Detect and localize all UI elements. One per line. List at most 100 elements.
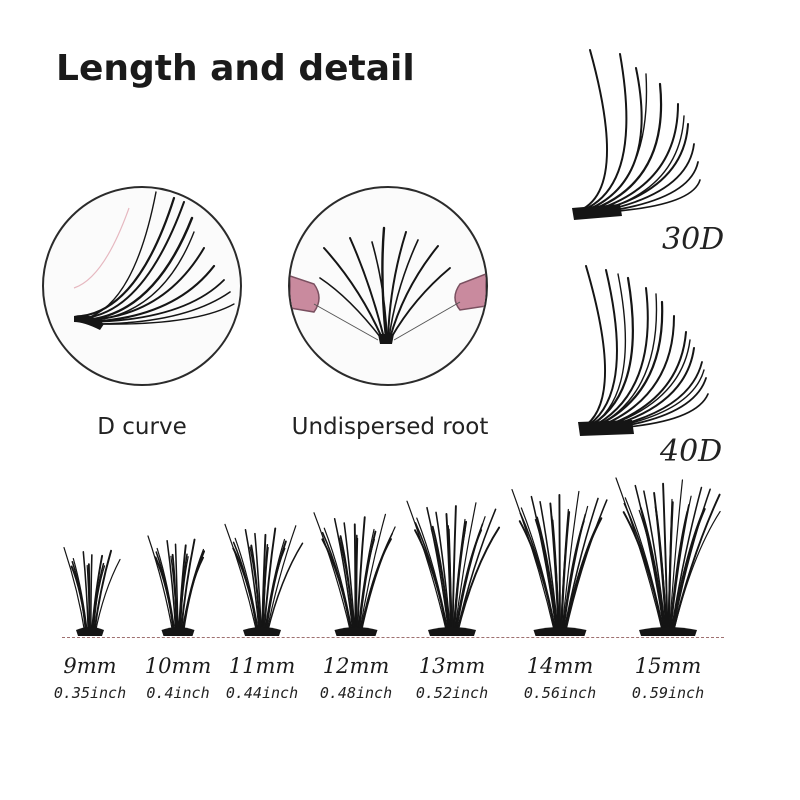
30d-label: 30D xyxy=(662,222,725,257)
lash-fiber xyxy=(232,547,260,635)
lash-fiber xyxy=(353,523,357,635)
lash-fiber xyxy=(406,500,448,635)
lash-fiber xyxy=(671,509,704,635)
lash-fiber xyxy=(323,527,354,635)
lash-cluster-base xyxy=(161,627,195,636)
lash-fiber xyxy=(447,525,453,635)
lash-fiber xyxy=(262,527,277,635)
lash-fiber xyxy=(453,520,468,635)
lash-fiber xyxy=(564,499,608,635)
lash-cluster-base xyxy=(76,627,104,636)
size-label-inch: 0.52inch xyxy=(415,684,489,702)
lash-fiber xyxy=(561,490,580,635)
lash-fiber xyxy=(455,516,486,635)
lash-fiber xyxy=(262,544,269,635)
lash-fiber xyxy=(63,547,86,635)
lash-fiber xyxy=(530,495,558,635)
size-label-mm: 9mm xyxy=(63,654,117,678)
size-label-mm: 14mm xyxy=(526,654,594,678)
lash-fiber xyxy=(234,537,260,635)
lash-fiber xyxy=(265,525,297,635)
lash-fiber xyxy=(562,505,589,635)
lash-cluster-base xyxy=(428,627,476,636)
lash-fiber xyxy=(182,550,206,635)
size-label-inch: 0.44inch xyxy=(225,684,299,702)
d-curve-caption: D curve xyxy=(97,414,187,440)
size-label-inch: 0.59inch xyxy=(631,684,705,702)
lash-fiber xyxy=(560,511,571,635)
lash-fiber xyxy=(166,540,177,635)
size-label-mm: 13mm xyxy=(418,654,486,678)
lash-fiber xyxy=(72,557,89,635)
40d-lash-cluster-image xyxy=(578,265,709,436)
lash-fiber xyxy=(654,506,668,635)
lash-cluster-base xyxy=(639,627,697,636)
undispersed-root-detail-image xyxy=(288,186,488,386)
lash-fiber xyxy=(90,554,93,635)
lash-cluster-13mm xyxy=(406,500,501,636)
lash-fiber xyxy=(414,529,449,635)
lash-fiber xyxy=(662,482,669,635)
40d-label: 40D xyxy=(660,434,723,469)
lash-fiber xyxy=(224,523,258,635)
lash-fiber xyxy=(356,516,366,635)
d-curve-detail-image xyxy=(42,186,242,386)
lash-fiber xyxy=(170,555,178,635)
lash-fiber xyxy=(668,479,684,635)
lash-fiber xyxy=(179,553,188,635)
lash-fiber xyxy=(669,510,689,635)
lash-fiber xyxy=(254,532,263,635)
page-title: Length and detail xyxy=(56,48,415,89)
lash-fiber xyxy=(456,526,501,635)
lash-cluster-base xyxy=(243,627,281,636)
lash-fiber xyxy=(357,530,377,635)
size-label-mm: 10mm xyxy=(144,654,212,678)
lash-fiber xyxy=(92,562,105,635)
lash-cluster-15mm xyxy=(615,477,721,636)
lash-fiber xyxy=(174,543,179,635)
left-tweezer-icon xyxy=(290,275,320,313)
size-label-mm: 12mm xyxy=(322,654,390,678)
d-curve-lash-illustration xyxy=(73,191,235,330)
lash-fiber xyxy=(313,512,352,635)
lash-fiber xyxy=(86,564,91,635)
lash-fiber xyxy=(154,556,176,635)
lash-fiber xyxy=(177,544,187,635)
lash-fiber xyxy=(643,490,667,635)
lash-fiber xyxy=(266,542,304,635)
lash-fiber xyxy=(624,497,665,635)
baseline-dashed-line xyxy=(62,637,724,638)
lash-fiber xyxy=(343,522,356,635)
lash-cluster-base xyxy=(533,627,587,636)
lash-fiber xyxy=(667,501,674,635)
lash-fiber xyxy=(551,515,561,635)
size-label-inch: 0.35inch xyxy=(53,684,127,702)
lash-fiber xyxy=(534,518,559,635)
lash-cluster-12mm xyxy=(313,512,396,636)
lash-fiber xyxy=(520,507,557,635)
right-tweezer-icon xyxy=(454,273,486,311)
lash-fiber xyxy=(90,554,104,635)
lash-fiber xyxy=(430,528,451,635)
lash-fiber xyxy=(558,493,561,635)
lash-size-clusters xyxy=(63,477,721,636)
lash-fiber xyxy=(93,549,113,635)
lash-fiber xyxy=(261,533,267,635)
lash-fiber xyxy=(244,528,261,635)
lash-fiber xyxy=(435,511,452,635)
lash-fiber xyxy=(638,509,667,635)
lash-cluster-14mm xyxy=(511,489,608,636)
lash-fiber xyxy=(321,538,354,635)
size-label-mm: 15mm xyxy=(634,654,702,678)
lash-fiber xyxy=(70,565,88,635)
size-label-inch: 0.56inch xyxy=(523,684,597,702)
lash-fiber xyxy=(671,488,711,635)
undispersed-root-caption: Undispersed root xyxy=(291,414,489,440)
undispersed-root-illustration xyxy=(290,226,486,344)
lash-cluster-10mm xyxy=(147,535,206,636)
lash-cluster-9mm xyxy=(63,547,121,636)
lash-fiber xyxy=(426,506,450,635)
lash-fiber xyxy=(453,502,477,635)
lash-fiber xyxy=(264,540,287,635)
lash-fiber xyxy=(358,513,387,635)
